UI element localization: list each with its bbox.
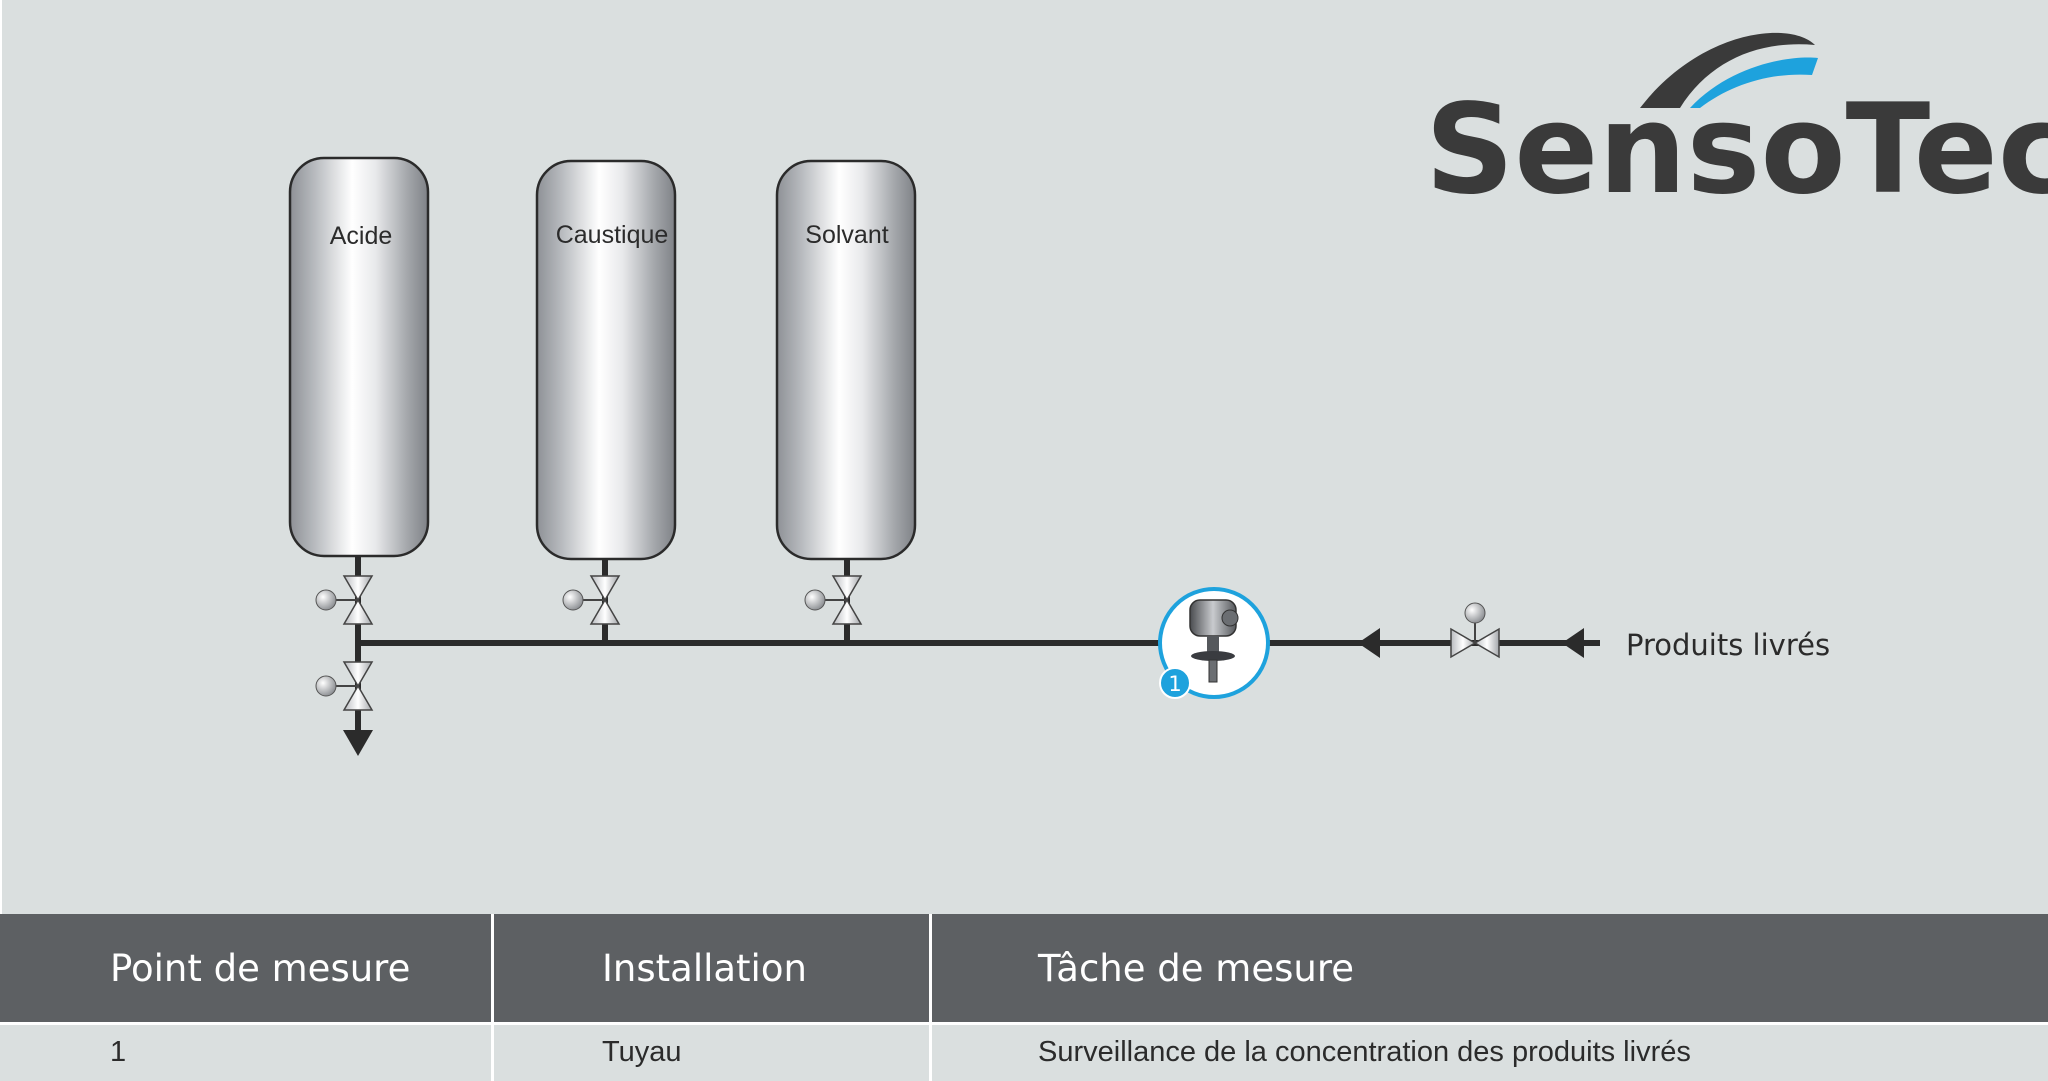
delivered-products-label: Produits livrés — [1626, 628, 1830, 662]
logo-arc-accent — [1690, 57, 1818, 108]
logo-arc-dark — [1640, 32, 1815, 108]
measurement-point-badge: 1 — [1168, 672, 1181, 696]
valve-drain[interactable] — [315, 661, 374, 711]
table-header-row: Point de mesure Installation Tâche de me… — [0, 914, 2048, 1023]
table-header-cell: Tâche de mesure — [1038, 947, 1354, 990]
tank-label-acide: Acide — [330, 222, 393, 250]
column-separator — [929, 914, 932, 1023]
density-sensor-icon — [1189, 599, 1239, 683]
tank-label-solvant: Solvant — [805, 221, 888, 249]
valve-acide[interactable] — [315, 575, 374, 625]
column-separator — [491, 1023, 494, 1081]
process-diagram: SensoTech Acide Caustique Solvant — [288, 32, 2048, 756]
row-separator — [0, 1022, 2048, 1025]
tank-label-caustique: Caustique — [556, 221, 669, 249]
tank-solvant: Solvant — [775, 159, 917, 561]
pipe-network — [355, 556, 1600, 733]
table-header-cell: Point de mesure — [110, 947, 411, 990]
column-separator — [491, 914, 494, 1023]
column-separator — [929, 1023, 932, 1081]
table-cell: Tuyau — [602, 1035, 682, 1068]
flow-arrow-icon — [1358, 628, 1380, 658]
table-row: 1 Tuyau Surveillance de la concentration… — [0, 1023, 2048, 1081]
valve-caustique[interactable] — [562, 575, 621, 625]
valve-solvant[interactable] — [804, 575, 863, 625]
table-cell: Surveillance de la concentration des pro… — [1038, 1035, 1691, 1068]
valve-inlet[interactable] — [1450, 602, 1500, 659]
left-border — [0, 0, 2, 914]
measurement-point-1[interactable]: 1 — [1158, 587, 1270, 699]
tank-caustique: Caustique — [535, 159, 677, 561]
measurement-table: Point de mesure Installation Tâche de me… — [0, 914, 2048, 1081]
flow-arrow-icon — [1562, 628, 1584, 658]
sensotech-logo: SensoTech — [1425, 32, 2048, 222]
table-header-cell: Installation — [602, 947, 807, 990]
table-cell: 1 — [110, 1035, 127, 1068]
logo-text: SensoTech — [1425, 78, 2048, 222]
tank-acide: Acide — [288, 156, 430, 558]
drain-arrow-icon — [343, 730, 373, 756]
